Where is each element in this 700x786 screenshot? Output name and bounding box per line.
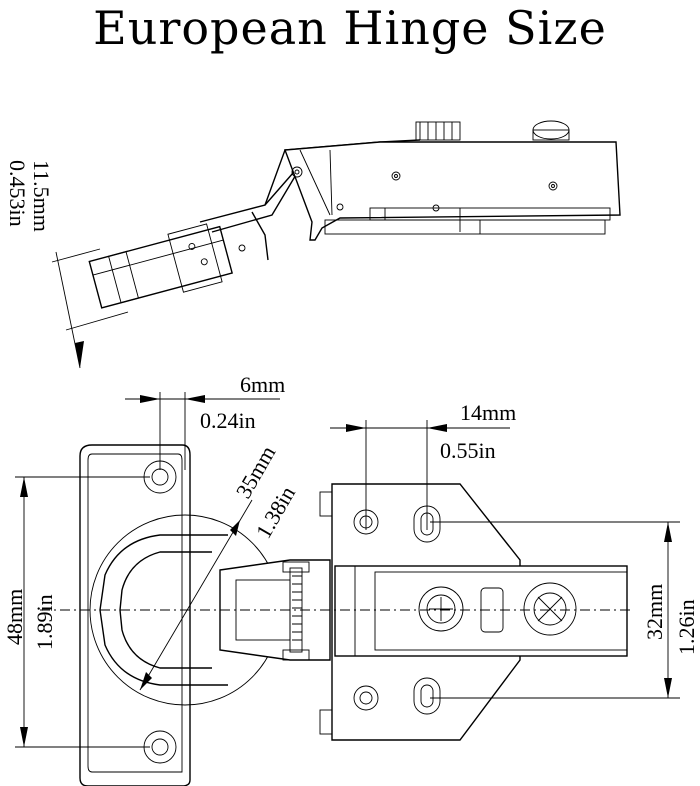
- cup-offset-dimension: 6mm 0.24in: [125, 372, 285, 470]
- plate-spacing-dimension: 32mm 1.26in: [430, 521, 699, 699]
- hinge-side-view: [88, 120, 621, 309]
- cup-offset-mm-label: 6mm: [240, 372, 285, 397]
- plate-hole-in-label: 0.55in: [440, 438, 496, 463]
- plate-spacing-in-label: 1.26in: [674, 599, 699, 655]
- plate-hole-dimension: 14mm 0.55in: [330, 400, 516, 530]
- cup-depth-in-label: 0.453in: [5, 160, 30, 227]
- hole-spacing-mm-label: 48mm: [2, 589, 27, 645]
- cup-offset-in-label: 0.24in: [200, 408, 256, 433]
- page-title: European Hinge Size: [93, 1, 607, 55]
- plate-hole-mm-label: 14mm: [460, 400, 516, 425]
- hole-spacing-dimension: 48mm 1.89in: [2, 476, 150, 748]
- hole-spacing-in-label: 1.89in: [32, 594, 57, 650]
- cup-depth-dimension: 11.5mm 0.453in: [5, 160, 129, 369]
- hinge-front-view: [79, 444, 628, 786]
- side-cup: [88, 223, 233, 309]
- cup-depth-mm-label: 11.5mm: [29, 160, 54, 232]
- plate-spacing-mm-label: 32mm: [642, 584, 667, 640]
